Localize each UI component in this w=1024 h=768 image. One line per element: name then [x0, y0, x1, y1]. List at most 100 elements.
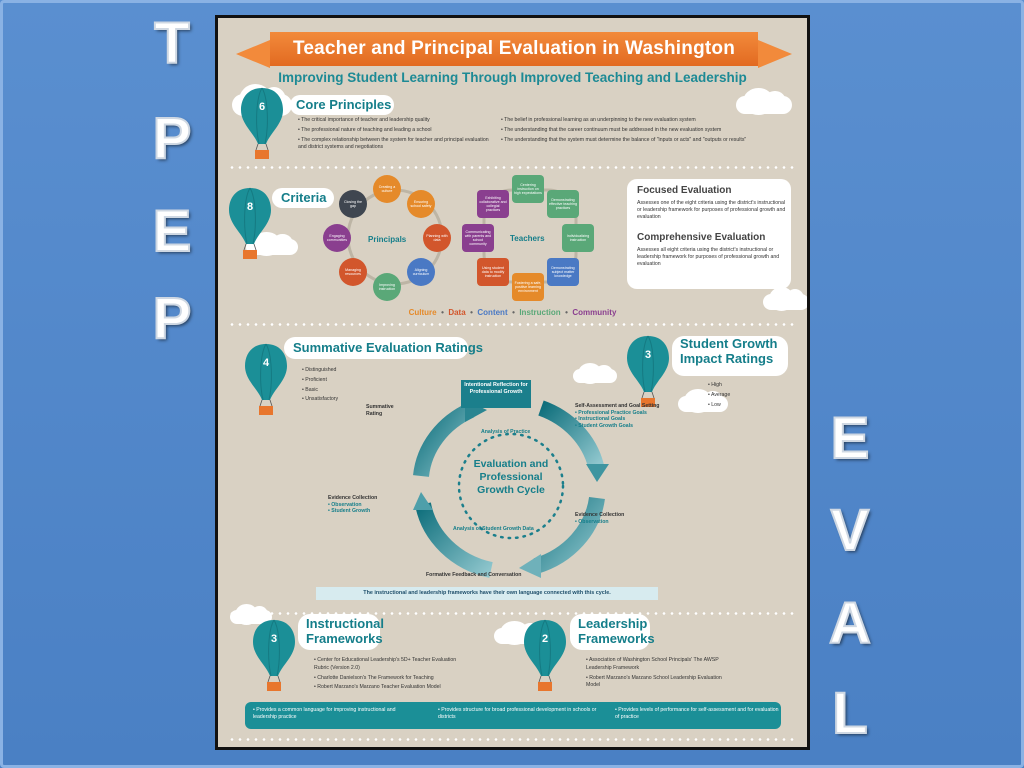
balloon-icon: 3: [626, 334, 670, 413]
side-letter-left-1: T: [153, 10, 190, 77]
list-item: • Unsatisfactory: [302, 396, 339, 403]
list-item: • Distinguished: [302, 367, 337, 373]
growth-title-line2: Impact Ratings: [680, 351, 774, 366]
teacher-node-environment: Fostering a safe, positive learning envi…: [512, 273, 544, 301]
legend-content: Content: [477, 308, 508, 317]
principal-node-curriculum: Aligning curriculum: [407, 258, 435, 286]
teacher-node-individualizing: Individualizing instruction: [562, 224, 594, 252]
list-item: • The belief in professional learning as…: [501, 117, 696, 123]
list-item: • The professional nature of teaching an…: [298, 126, 432, 133]
teacher-node-data: Using student data to modify instruction: [477, 258, 509, 286]
cycle-title: Evaluation and Professional Growth Cycle: [436, 458, 586, 497]
list-item: • Center for Educational Leadership's 5D…: [314, 657, 457, 671]
benefit-common-language: • Provides a common language for improvi…: [253, 707, 396, 720]
balloon-icon: 6: [240, 86, 284, 165]
list-item: • The understanding that the career cont…: [501, 126, 722, 133]
legend-community: Community: [572, 308, 617, 317]
list-item: • Low: [708, 401, 721, 408]
side-letter-right-3: A: [828, 590, 872, 657]
list-item: • Robert Marzano's Marzano School Leader…: [586, 674, 722, 689]
banner-tail-left: [236, 40, 270, 68]
list-item: • Association of Washington School Princ…: [586, 657, 719, 671]
side-letter-left-2: P: [152, 105, 193, 172]
principal-node-data: Planning with data: [423, 224, 451, 252]
growth-title: Student Growth Impact Ratings: [680, 336, 778, 366]
balloon-icon: 8: [228, 186, 272, 265]
dotted-divider: [228, 323, 797, 326]
balloon-icon: 2: [523, 618, 567, 697]
section-title-bg: [272, 188, 334, 208]
focused-evaluation-title: Focused Evaluation: [637, 185, 732, 196]
principal-node-resources: Managing resources: [339, 258, 367, 286]
list-item: • Observation: [575, 518, 609, 525]
cycle-title-line1: Evaluation and: [473, 458, 549, 470]
banner-ribbon: [270, 32, 758, 66]
cycle-evidence-left: Evidence Collection • Observation • Stud…: [328, 495, 398, 515]
cloud: [246, 231, 298, 256]
section-title-bg: [570, 614, 650, 650]
dotted-divider: [228, 738, 797, 741]
cloud: [763, 286, 807, 311]
criteria-count: 8: [246, 201, 254, 213]
list-item: • The understanding that the system must…: [501, 136, 747, 143]
leadership-title: Leadership Frameworks: [578, 616, 655, 646]
poster-subtitle: Improving Student Learning Through Impro…: [278, 70, 747, 85]
instructional-list: • Center for Educational Leadership's 5D…: [314, 657, 464, 694]
cycle-self-assessment-title: Self-Assessment and Goal Setting: [575, 403, 660, 409]
teachers-label: Teachers: [510, 234, 545, 243]
core-count: 6: [258, 101, 266, 113]
section-title-bg: [672, 336, 788, 376]
cloud: [678, 388, 728, 413]
title-banner: Teacher and Principal Evaluation in Wash…: [236, 32, 792, 68]
evaluation-types-panel: [627, 179, 791, 289]
cycle-formative-feedback: Formative Feedback and Conversation: [426, 572, 522, 578]
teacher-node-subject: Demonstrating subject matter knowledge: [547, 258, 579, 286]
cycle-title-line3: Growth Cycle: [477, 484, 545, 496]
list-item: • Observation: [328, 501, 362, 508]
cycle-inner-bottom: Analysis of Student Growth Data: [453, 526, 534, 532]
summative-title: Summative Evaluation Ratings: [293, 340, 483, 355]
poster-title: Teacher and Principal Evaluation in Wash…: [292, 38, 736, 59]
balloon-icon: 3: [252, 618, 296, 697]
list-item: • Proficient: [302, 376, 327, 383]
growth-title-line1: Student Growth: [680, 336, 778, 351]
principal-node-community: Engaging communities: [323, 224, 351, 252]
cloud: [573, 362, 617, 384]
instructional-count: 3: [270, 633, 278, 645]
list-item: • Student Growth: [328, 508, 371, 515]
side-letter-right-4: L: [831, 680, 868, 747]
balloon-icon: 4: [244, 342, 288, 421]
comprehensive-evaluation-text: Assesses all eight criteria using the di…: [637, 247, 780, 267]
cloud: [230, 603, 272, 625]
growth-cycle-arrows: [413, 400, 609, 578]
benefit-structure: • Provides structure for broad professio…: [438, 707, 597, 720]
cycle-self-assessment: Self-Assessment and Goal Setting • Profe…: [575, 403, 675, 429]
principal-node-safety: Ensuring school safety: [407, 190, 435, 218]
list-item: • Charlotte Danielson's The Framework fo…: [314, 674, 434, 681]
comprehensive-evaluation-title: Comprehensive Evaluation: [637, 232, 766, 243]
teacher-node-community: Communicating with parents and school co…: [462, 224, 494, 252]
cycle-inner-top: Analysis of Practice: [481, 429, 531, 435]
principal-node-culture: Creating a culture: [373, 175, 401, 203]
criteria-title: Criteria: [281, 190, 327, 205]
criteria-legend: Culture • Data • Content • Instruction •…: [408, 308, 617, 317]
principal-node-gap: Closing the gap: [339, 190, 367, 218]
principals-label: Principals: [368, 235, 407, 244]
summative-list: • Distinguished • Proficient • Basic • U…: [302, 367, 402, 406]
list-item: • High: [708, 382, 722, 388]
list-item: • The complex relationship between the s…: [298, 136, 489, 151]
core-left-list: • The critical importance of teacher and…: [298, 117, 498, 154]
list-item: • Basic: [302, 386, 318, 393]
leadership-title-line1: Leadership: [578, 616, 648, 631]
list-item: • Professional Practice Goals: [575, 409, 647, 416]
focused-evaluation-text: Assesses one of the eight criteria using…: [637, 200, 786, 220]
core-right-list: • The belief in professional learning as…: [501, 117, 771, 146]
principal-node-instruction: Improving instruction: [373, 273, 401, 301]
teacher-node-collaborative: Exhibiting collaborative and collegial p…: [477, 190, 509, 218]
leadership-list: • Association of Washington School Princ…: [586, 657, 736, 692]
core-principles-title: Core Principles: [296, 97, 392, 112]
legend-culture: Culture: [408, 308, 437, 317]
cycle-evidence-right-title: Evidence Collection: [575, 512, 625, 518]
frameworks-benefits-bar: • Provides a common language for improvi…: [245, 702, 781, 729]
